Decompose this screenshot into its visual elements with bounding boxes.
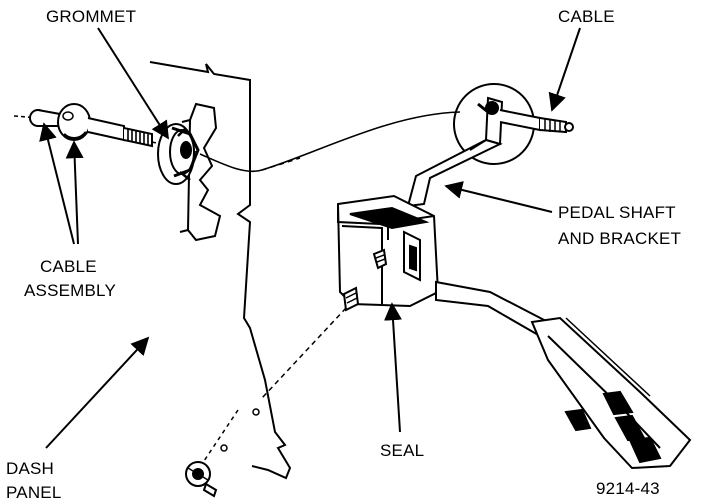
label-cable-assembly-line1: CABLE <box>40 257 97 276</box>
arrow-pedal-shaft <box>444 181 553 213</box>
label-dash-line2: PANEL <box>6 483 62 502</box>
arrow-cable-assembly-2 <box>65 140 84 245</box>
label-pedal-shaft-line2: AND BRACKET <box>558 229 681 248</box>
arrow-cable-assembly-1 <box>39 122 75 245</box>
arrow-seal <box>384 302 402 433</box>
mounting-alignment <box>197 307 347 471</box>
label-seal: SEAL <box>380 441 424 460</box>
mounting-nut <box>185 461 218 498</box>
arrow-cable <box>548 27 581 112</box>
label-dash-line1: DASH <box>6 459 54 478</box>
bracket-stud-lower <box>342 286 360 312</box>
arrow-dash-panel <box>45 336 150 449</box>
arrow-grommet <box>97 27 169 140</box>
bracket-stud-upper <box>372 248 388 270</box>
cable-route <box>199 111 461 173</box>
label-cable: CABLE <box>558 7 615 26</box>
leader-lines <box>39 27 581 449</box>
label-grommet: GROMMET <box>46 7 136 26</box>
label-pedal-shaft-line1: PEDAL SHAFT <box>558 203 676 222</box>
label-cable-assembly-line2: ASSEMBLY <box>24 281 116 300</box>
pedal-shaft-and-bracket <box>336 138 692 470</box>
dash-panel <box>149 61 292 480</box>
figure-number: 9214-43 <box>596 479 660 498</box>
cable-end-detail <box>453 83 574 165</box>
